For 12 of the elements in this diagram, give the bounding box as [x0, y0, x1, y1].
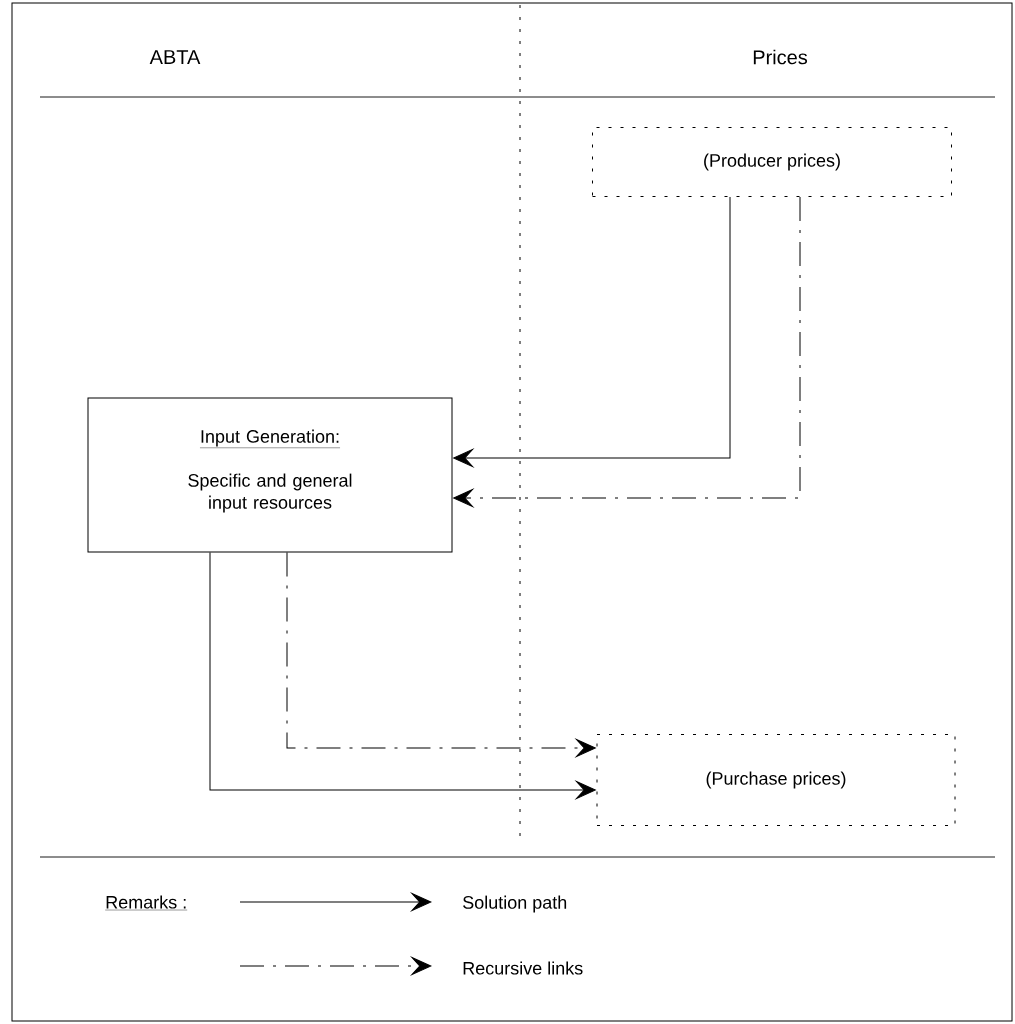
legend-text: Solution path	[463, 895, 567, 913]
process-box: Input Generation: Specific and general input resources	[87, 397, 453, 553]
remarks-heading: Remarks :	[105, 895, 188, 911]
price-box: (Purchase prices)	[596, 734, 956, 826]
arrow	[209, 552, 596, 800]
legend-text: Recursive links	[463, 961, 583, 975]
arrow	[453, 196, 731, 468]
arrow	[453, 196, 801, 508]
arrow	[286, 552, 596, 758]
price-box: (Producer prices)	[592, 127, 952, 197]
column-heading: Prices	[753, 49, 808, 65]
column-heading: ABTA	[149, 50, 201, 64]
